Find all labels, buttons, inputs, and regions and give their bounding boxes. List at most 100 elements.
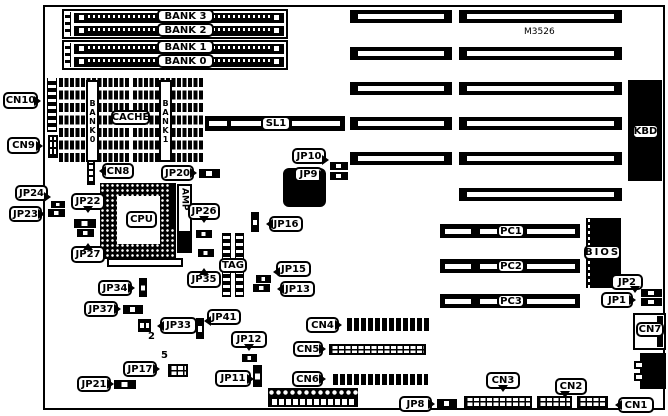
jp34-jumper [139, 278, 147, 297]
label-jp13: JP13 [277, 281, 315, 297]
jp8-jumper [437, 399, 457, 408]
jp22-jumper-1 [74, 219, 96, 228]
cn10-text: CN10 [5, 95, 36, 106]
jp17-text: JP17 [127, 363, 153, 375]
label-cn10: CN10 [3, 92, 41, 109]
label-jp10: JP10 [292, 148, 329, 165]
label-jp24: JP24 [15, 185, 51, 202]
kbd-text: KBD [633, 126, 658, 137]
pc2-text: PC2 [500, 260, 522, 272]
jp1-text: JP1 [607, 294, 626, 306]
label-bank1: BANK 1 [157, 40, 214, 54]
label-jp21: JP21 [77, 376, 114, 392]
pc1-text: PC1 [500, 225, 522, 237]
jp22-text: JP22 [75, 196, 101, 207]
label-jp17: JP17 [123, 361, 160, 377]
label-bank2: BANK 2 [157, 23, 214, 37]
label-cn8: CN8 [99, 163, 134, 179]
jp34-text: JP34 [102, 282, 128, 294]
jp17-jumper [168, 364, 188, 377]
cn9-connector [48, 135, 58, 158]
jp8-text: JP8 [406, 398, 425, 410]
cn3-connector [464, 396, 532, 408]
cn2-text: CN2 [559, 381, 583, 392]
label-jp15: JP15 [273, 261, 311, 277]
isa-slot-2-left [350, 47, 452, 60]
jp20-text: JP20 [165, 167, 190, 179]
jp13-jumper [253, 284, 270, 292]
tag-text: TAG [222, 260, 244, 271]
jp24-jumper [51, 201, 65, 208]
isa-slot-4-left [350, 117, 452, 130]
cn2-connector [537, 396, 572, 408]
label-jp20: JP20 [161, 165, 197, 181]
label-cpu: CPU [126, 211, 157, 228]
label-bank3: BANK 3 [157, 9, 214, 23]
cpu-text: CPU [130, 214, 153, 225]
label-bank0: BANK 0 [157, 54, 214, 68]
cn6-text: CN6 [296, 373, 319, 385]
edge-pin-2 [634, 373, 644, 381]
jp27-text: JP27 [75, 249, 101, 260]
label-jp11: JP11 [215, 370, 254, 387]
label-cn9: CN9 [7, 137, 43, 154]
label-cache: CACHE [111, 110, 150, 125]
jp11-text: JP11 [220, 373, 246, 384]
amp-text: AMP [179, 188, 190, 211]
cache-bank0-text: BANK0 [88, 98, 97, 144]
board-outline [43, 5, 665, 410]
pc3-text: PC3 [500, 295, 522, 307]
jp15-jumper [256, 275, 271, 283]
label-pc2: PC2 [497, 259, 525, 273]
cn8-text: CN8 [106, 165, 130, 177]
cn6-connector [331, 374, 428, 385]
cn4-connector [345, 318, 431, 331]
cache-text: CACHE [111, 112, 150, 123]
jp26-text: JP26 [191, 206, 217, 217]
label-jp33: JP33 [157, 317, 197, 334]
jp33-pin-number: 2 [148, 331, 155, 342]
jp16-jumper [251, 212, 259, 232]
jp2-text: JP2 [617, 276, 636, 288]
label-jp34: JP34 [98, 280, 135, 296]
label-cache-bank0: BANK0 [86, 80, 99, 162]
label-cn3: CN3 [486, 372, 520, 392]
cn1-text: CN1 [624, 399, 648, 411]
cn10-connector [47, 78, 57, 132]
isa-slot-3-left [350, 82, 452, 95]
edge-pin-1 [634, 361, 644, 369]
label-jp12: JP12 [231, 331, 267, 351]
jp21-text: JP21 [81, 378, 107, 390]
label-cn6: CN6 [292, 371, 326, 387]
label-jp22: JP22 [71, 193, 105, 213]
isa-slot-4-right [459, 117, 622, 130]
simm-pins-b [65, 43, 71, 67]
edge-connector [640, 353, 666, 389]
label-cn1: CN1 [615, 397, 654, 413]
isa-slot-1-right [459, 10, 622, 23]
cn5-connector [329, 344, 426, 355]
label-jp27: JP27 [71, 243, 105, 263]
jp17-pin-number: 5 [161, 350, 168, 361]
isa-slot-6-right [459, 188, 622, 201]
bank2-text: BANK 2 [164, 24, 207, 36]
cn9-text: CN9 [12, 140, 35, 151]
jp12-text: JP12 [236, 334, 262, 345]
label-jp8: JP8 [399, 396, 435, 412]
jp20-jumper [199, 169, 220, 178]
jp1-jumper [641, 298, 662, 306]
jp16-text: JP16 [273, 218, 299, 230]
label-jp35: JP35 [187, 268, 221, 288]
jp23-jumper [48, 209, 65, 217]
label-cache-bank1: BANK1 [159, 80, 172, 162]
jp9-jumper [330, 172, 348, 180]
jp23-text: JP23 [13, 208, 38, 220]
label-tag: TAG [219, 258, 247, 273]
jp15-text: JP15 [281, 263, 306, 275]
sl1-text: SL1 [265, 118, 287, 129]
cpu-socket-bar [107, 258, 183, 267]
bank0-text: BANK 0 [164, 55, 207, 67]
label-jp41: JP41 [204, 309, 241, 326]
jp11-jumper [253, 365, 262, 387]
